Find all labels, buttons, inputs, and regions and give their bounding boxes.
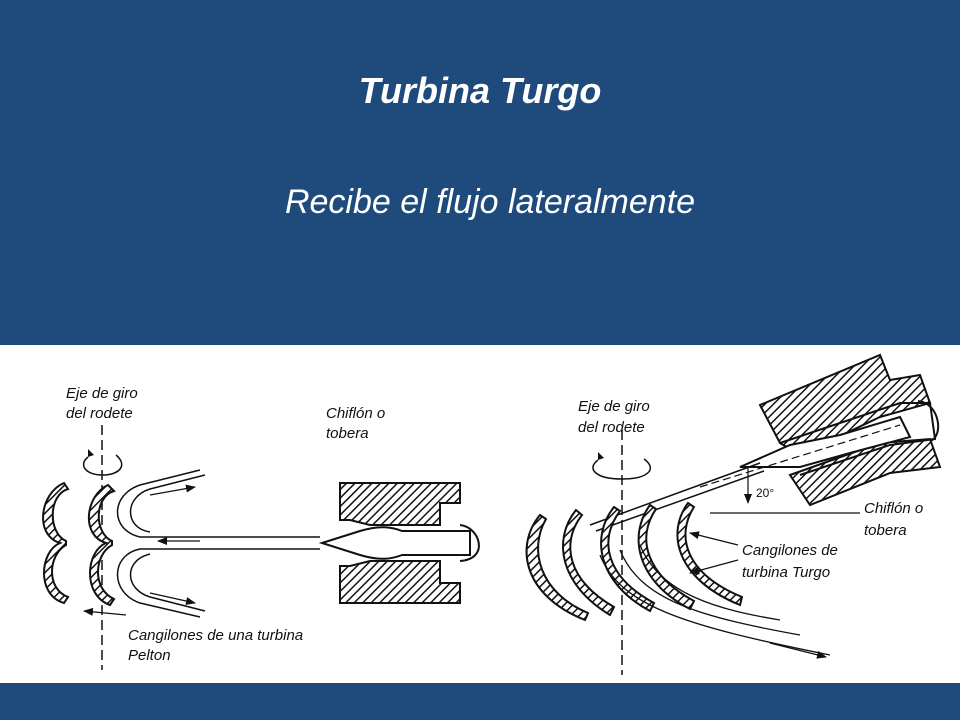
pelton-rotation-arrow [82, 454, 123, 476]
pelton-buckets-label-line2: Pelton [128, 647, 171, 664]
pelton-axis-label-line2: del rodete [66, 405, 133, 422]
pelton-buckets-label-line1: Cangilones de una turbina [128, 627, 303, 644]
pelton-axis-label-line1: Eje de giro [66, 385, 138, 402]
slide-title: Turbina Turgo [358, 70, 602, 111]
turgo-nozzle [699, 353, 942, 507]
turgo-axis-label-line2: del rodete [578, 419, 645, 436]
turgo-rotation-arrow [592, 458, 651, 480]
turgo-nozzle-label-line2: tobera [864, 522, 907, 539]
turgo-buckets [525, 501, 744, 622]
turgo-angle-label: 20° [756, 486, 774, 500]
pelton-nozzle-label-line2: tobera [326, 425, 369, 442]
turgo-nozzle-label-line1: Chiflón o [864, 500, 923, 517]
turbine-diagram: Eje de giro del rodete Chiflón o tobera … [42, 353, 942, 675]
slide-subtitle: Recibe el flujo lateralmente [284, 183, 696, 221]
pelton-nozzle [318, 482, 480, 604]
turgo-diagram [525, 353, 942, 675]
pelton-bucket-pair-right [88, 483, 116, 607]
turbine-diagram-figure: Eje de giro del rodete Chiflón o tobera … [0, 345, 960, 683]
turgo-axis-label-line1: Eje de giro [578, 398, 650, 415]
turgo-buckets-label-line1: Cangilones de [742, 542, 838, 559]
pelton-nozzle-label-line1: Chiflón o [326, 405, 385, 422]
pelton-diagram [42, 425, 480, 670]
turgo-buckets-label-line2: turbina Turgo [742, 564, 830, 581]
pelton-bucket-pair-left [42, 481, 70, 605]
